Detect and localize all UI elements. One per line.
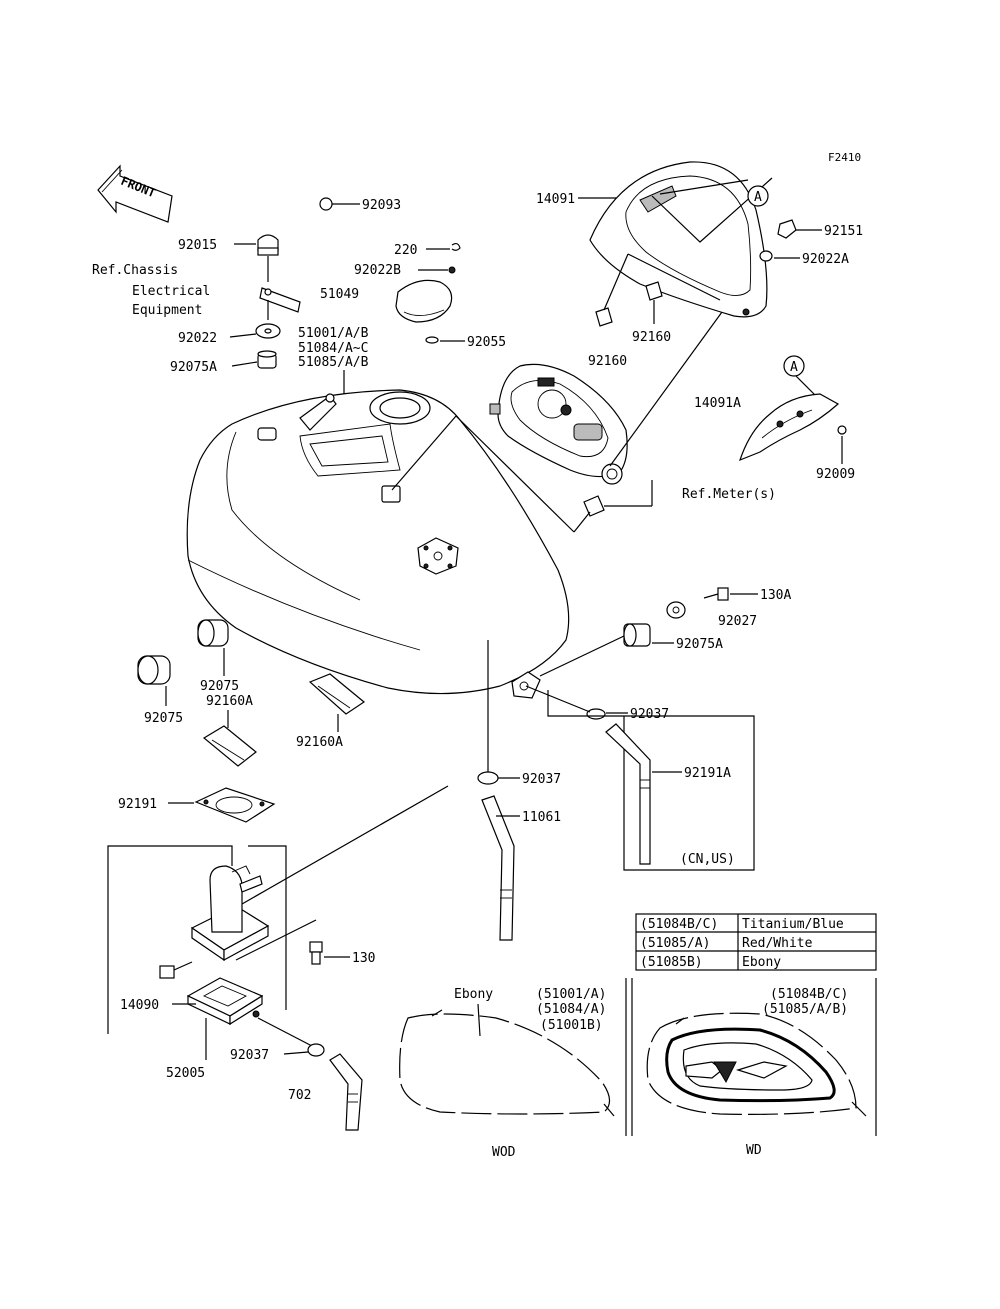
callout-92009: 92009 (816, 467, 855, 482)
wd-code-1: (51085/A/B) (762, 1002, 848, 1017)
callout-92022A: 92022A (802, 252, 849, 267)
ref-meter: Ref.Meter(s) (682, 487, 776, 502)
part-fuel-tank (186, 389, 570, 699)
table-color-1: Red/White (742, 936, 813, 951)
part-220-clip (426, 242, 461, 251)
front-arrow-icon: FRONT (97, 164, 173, 223)
callout-14091: 14091 (536, 192, 575, 207)
wd-code-0: (51084B/C) (770, 987, 848, 1002)
part-92015-cap-nut (234, 234, 279, 282)
part-fuel-connector (159, 961, 193, 979)
callout-92075A-right: 92075A (676, 637, 723, 652)
part-92191A-hose (605, 723, 682, 865)
part-92075A-grommet-top (231, 350, 277, 369)
callout-92160-a: 92160 (632, 330, 671, 345)
part-92037-clamp-b (477, 771, 520, 785)
part-speedometer-meter (489, 363, 628, 485)
part-11061-gasket (168, 787, 276, 823)
ref-electrical: Electrical (132, 284, 210, 299)
part-14091A-bracket (739, 393, 840, 462)
callout-130: 130 (352, 951, 375, 966)
part-92160A-cushion-b (202, 710, 257, 767)
part-14090-bracket (186, 977, 264, 1026)
ref-chassis: Ref.Chassis (92, 263, 178, 278)
ref-cn-us: (CN,US) (680, 852, 735, 867)
callout-92037-b: 92037 (522, 772, 561, 787)
wod-code-0: (51001/A) (536, 987, 606, 1002)
marker-a-1: A (754, 190, 762, 205)
callout-92037-c: 92037 (230, 1048, 269, 1063)
wd-label: WD (746, 1143, 762, 1158)
table-code-0: (51084B/C) (640, 917, 718, 932)
callout-92075-b: 92075 (144, 711, 183, 726)
callout-51084: 51084/A~C (298, 341, 368, 356)
part-92191-hose (481, 795, 520, 941)
callout-92055: 92055 (467, 335, 506, 350)
callout-51085: 51085/A/B (298, 355, 369, 370)
callout-92015: 92015 (178, 238, 217, 253)
callout-11061: 92191 (118, 797, 157, 812)
table-color-2: Ebony (742, 955, 781, 970)
part-92009 (837, 425, 847, 464)
callout-92160A-a: 92160A (206, 694, 253, 709)
wd-panel (646, 978, 877, 1136)
callout-92027: 92027 (718, 614, 757, 629)
callout-92151: 92151 (824, 224, 863, 239)
marker-a-2: A (790, 360, 798, 375)
wod-panel (399, 978, 633, 1136)
callout-14090: 14090 (120, 998, 159, 1013)
part-130-bolt (309, 941, 350, 965)
ref-equipment: Equipment (132, 303, 202, 318)
part-92022A (759, 250, 800, 262)
callout-14091A: 14091A (694, 396, 741, 411)
part-92037-clamp-a (586, 708, 628, 720)
part-92075-grommet-a (197, 619, 229, 676)
part-92055-oring (425, 336, 465, 344)
part-702-hose (329, 1053, 363, 1131)
part-14091-meter-cover (589, 161, 768, 318)
callout-92022: 92022 (178, 331, 217, 346)
callout-92191: 11061 (522, 810, 561, 825)
part-92160A-cushion-a (308, 673, 366, 732)
part-fuel-pump-unit (190, 785, 449, 962)
callout-92075A-top: 92075A (170, 360, 217, 375)
part-92160-grommets-cover (595, 281, 663, 327)
callout-92075-a: 92075 (200, 679, 239, 694)
callout-52005: 52005 (166, 1066, 205, 1081)
part-meter-grommet (583, 480, 653, 517)
callout-92160A-b: 92160A (296, 735, 343, 750)
callout-51049: 51049 (320, 287, 359, 302)
wod-code-2: (51001B) (540, 1018, 603, 1033)
part-bracket-strap (259, 287, 301, 313)
callout-51001: 51001/A/B (298, 326, 369, 341)
part-92027-washer (666, 601, 686, 619)
wod-code-1: (51084/A) (536, 1002, 606, 1017)
callout-92160-b: 92160 (588, 354, 627, 369)
table-code-2: (51085B) (640, 955, 703, 970)
part-92037-clamp-c (283, 1043, 325, 1057)
part-92093 (319, 197, 360, 211)
table-code-1: (51085/A) (640, 936, 710, 951)
callout-92191A: 92191A (684, 766, 731, 781)
part-92151 (777, 219, 822, 239)
part-92075-grommet-b (137, 655, 171, 706)
part-92075A-grommet-right (623, 623, 674, 647)
part-130A-bolt (703, 587, 758, 601)
table-color-0: Titanium/Blue (742, 917, 844, 932)
part-51049-fuel-cap (395, 279, 453, 323)
part-92022-washer (229, 323, 281, 339)
wod-label: WOD (492, 1145, 516, 1160)
wod-ebony: Ebony (454, 987, 493, 1002)
callout-220: 220 (394, 243, 417, 258)
figure-code: F2410 (828, 151, 861, 164)
callout-130A: 130A (760, 588, 791, 603)
callout-702: 702 (288, 1088, 311, 1103)
callout-92022B: 92022B (354, 263, 401, 278)
callout-92037-a: 92037 (630, 707, 669, 722)
color-table (635, 913, 877, 971)
callout-92093: 92093 (362, 198, 401, 213)
part-92022B (418, 266, 456, 274)
